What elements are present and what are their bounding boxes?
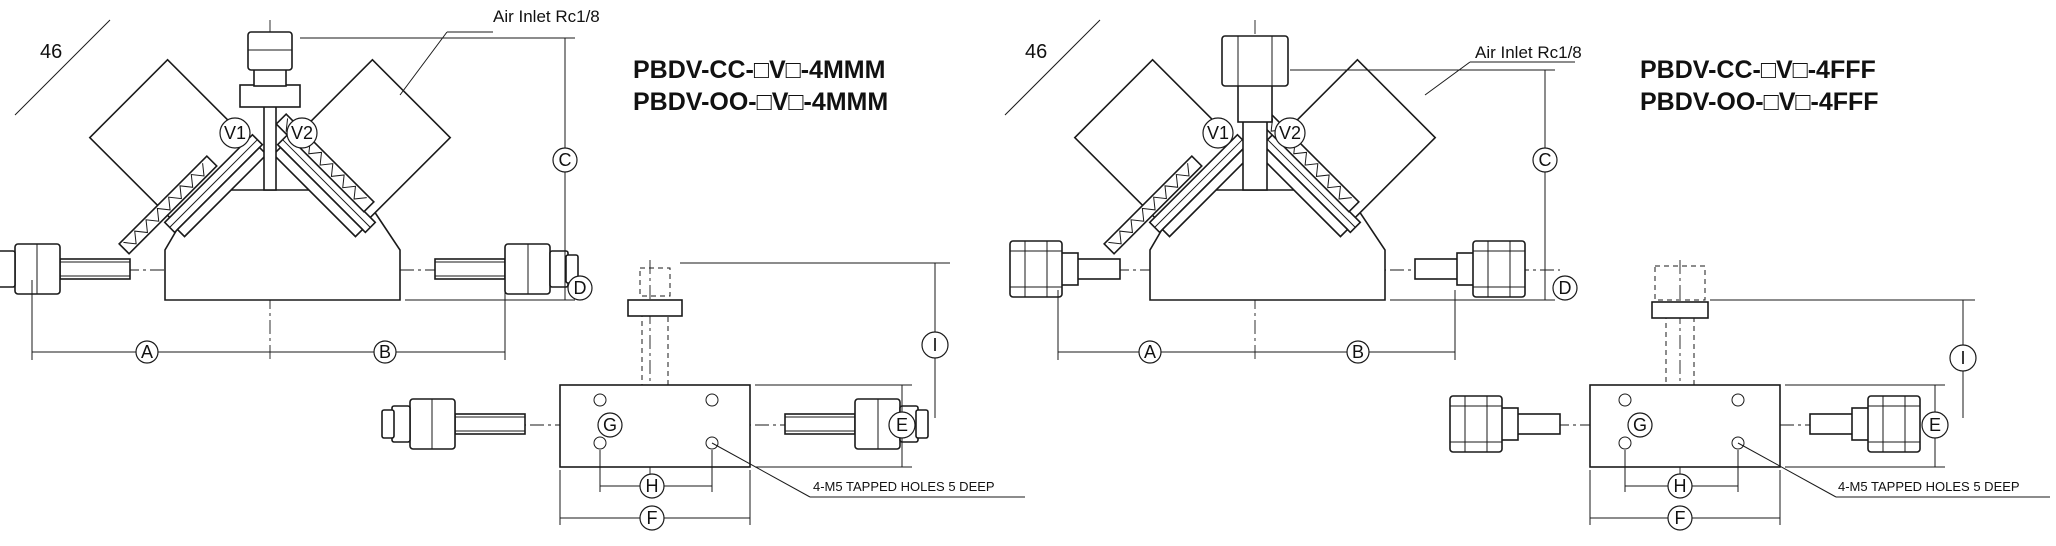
left-model-line-1: PBDV-CC-□V□-4MMM xyxy=(633,56,885,84)
right-bottom-view xyxy=(1449,260,1921,480)
dim-D: D xyxy=(574,278,587,298)
dim-E: E xyxy=(896,415,908,435)
right-model-line-1: PBDV-CC-□V□-4FFF xyxy=(1640,56,1876,84)
dim-B: B xyxy=(1352,342,1364,362)
dim-I: I xyxy=(932,335,937,355)
right-bottom-dimensions: G H F I E 4-M5 TAPPED HOLES 5 DEEP xyxy=(1589,299,2050,531)
dim-H: H xyxy=(646,476,659,496)
left-model-line-2: PBDV-OO-□V□-4MMM xyxy=(633,88,888,116)
air-inlet-label: Air Inlet Rc1/8 xyxy=(493,7,600,26)
dim-D: D xyxy=(1559,278,1572,298)
left-front-view xyxy=(0,20,579,360)
left-front-dimensions: 46 A B C D V1 V2 Air Inlet Rc1/8 xyxy=(14,7,600,364)
dim-46-label: 46 xyxy=(40,41,62,63)
right-front-view xyxy=(1009,20,1560,360)
left-base-block xyxy=(559,384,751,468)
dim-B: B xyxy=(379,342,391,362)
dim-A: A xyxy=(141,342,153,362)
valve-v1-label: V1 xyxy=(1207,123,1229,143)
dim-46-label: 46 xyxy=(1025,41,1047,63)
dim-E: E xyxy=(1929,415,1941,435)
valve-v2-label: V2 xyxy=(1279,123,1301,143)
holes-note: 4-M5 TAPPED HOLES 5 DEEP xyxy=(1838,479,2020,494)
right-base-block xyxy=(1589,384,1781,468)
right-front-dimensions: 46 A B C D V1 V2 Air Inlet Rc1/8 xyxy=(1004,19,1582,364)
dim-A: A xyxy=(1144,342,1156,362)
dim-I: I xyxy=(1960,348,1965,368)
dim-C: C xyxy=(1539,150,1552,170)
dim-G: G xyxy=(603,415,617,435)
right-model-line-2: PBDV-OO-□V□-4FFF xyxy=(1640,88,1879,116)
left-bottom-dimensions: G H F I E 4-M5 TAPPED HOLES 5 DEEP xyxy=(559,262,1025,531)
dim-G: G xyxy=(1633,415,1647,435)
dim-C: C xyxy=(559,150,572,170)
valve-v2-label: V2 xyxy=(291,123,313,143)
dim-F: F xyxy=(1675,508,1686,528)
left-bottom-view xyxy=(381,260,929,480)
holes-note: 4-M5 TAPPED HOLES 5 DEEP xyxy=(813,479,995,494)
air-inlet-label: Air Inlet Rc1/8 xyxy=(1475,43,1582,62)
valve-v1-label: V1 xyxy=(224,123,246,143)
dim-H: H xyxy=(1674,476,1687,496)
dim-F: F xyxy=(647,508,658,528)
